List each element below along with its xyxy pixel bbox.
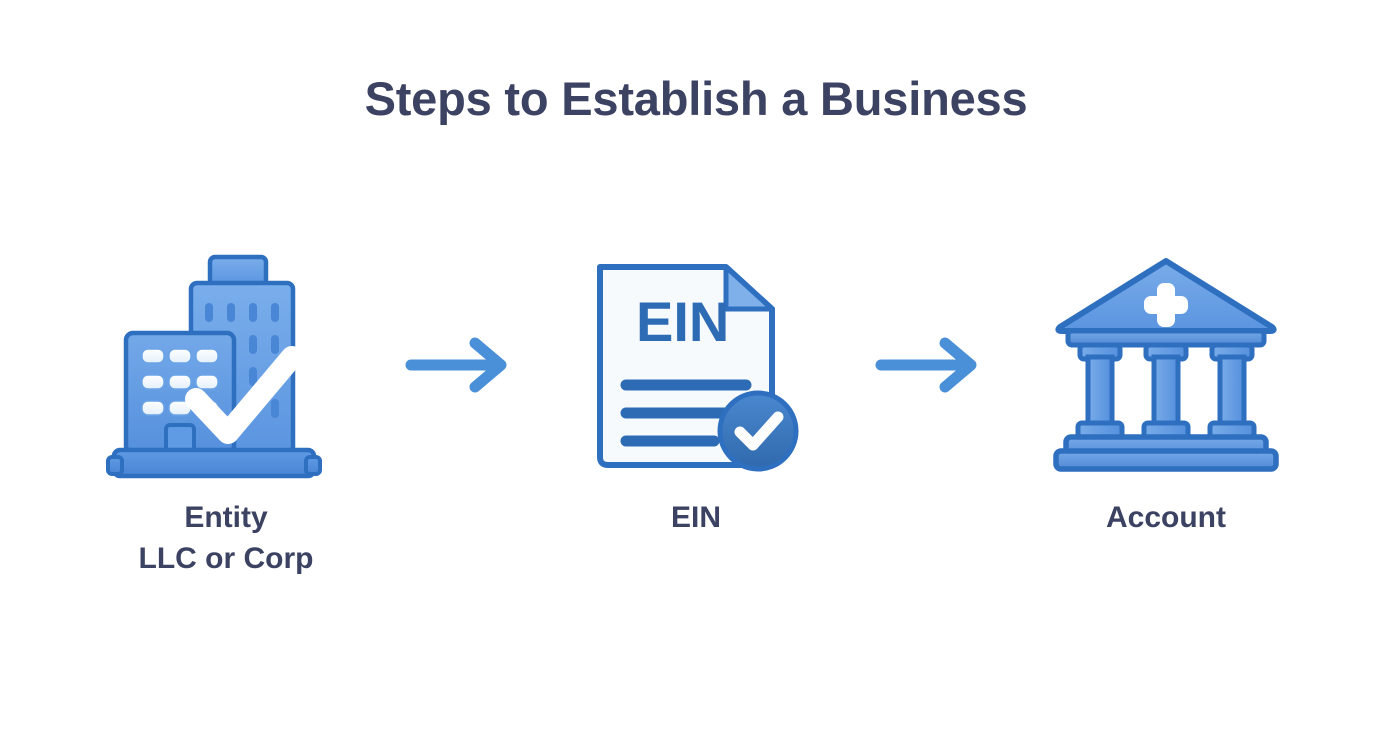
verified-badge: [717, 390, 799, 472]
arrow-right-icon: [405, 337, 507, 393]
bank-building-icon: [1053, 258, 1279, 472]
ein-document-verified-icon: EIN: [597, 264, 799, 472]
connector-arrow-2: [846, 245, 1016, 485]
check-icon: [185, 346, 303, 444]
columns: [1075, 342, 1257, 442]
steps-row: Entity LLC or Corp: [0, 245, 1392, 605]
step-account-label: Account: [1106, 501, 1226, 534]
check-icon: [734, 411, 784, 451]
step-entity[interactable]: Entity LLC or Corp: [76, 245, 376, 580]
step-entity-label: Entity: [184, 501, 268, 534]
arrow-right-icon: [875, 337, 977, 393]
plus-icon: [1144, 283, 1188, 327]
connector-arrow-1: [376, 245, 546, 485]
document-lines: [620, 379, 752, 447]
office-buildings-check-icon: [106, 254, 322, 479]
step-ein[interactable]: EIN EIN: [546, 245, 846, 538]
step-ein-figure: EIN: [576, 245, 816, 485]
base-lower: [1053, 448, 1279, 472]
step-account-figure: [1046, 245, 1286, 485]
step-entity-figure: [106, 245, 346, 485]
step-entity-sublabel: LLC or Corp: [138, 542, 314, 576]
page-fold-icon: [723, 264, 775, 312]
step-account[interactable]: Account: [1016, 245, 1316, 538]
step-ein-label: EIN: [670, 501, 721, 534]
page-title: Steps to Establish a Business: [364, 72, 1028, 125]
ein-document-heading: EIN: [636, 290, 729, 353]
